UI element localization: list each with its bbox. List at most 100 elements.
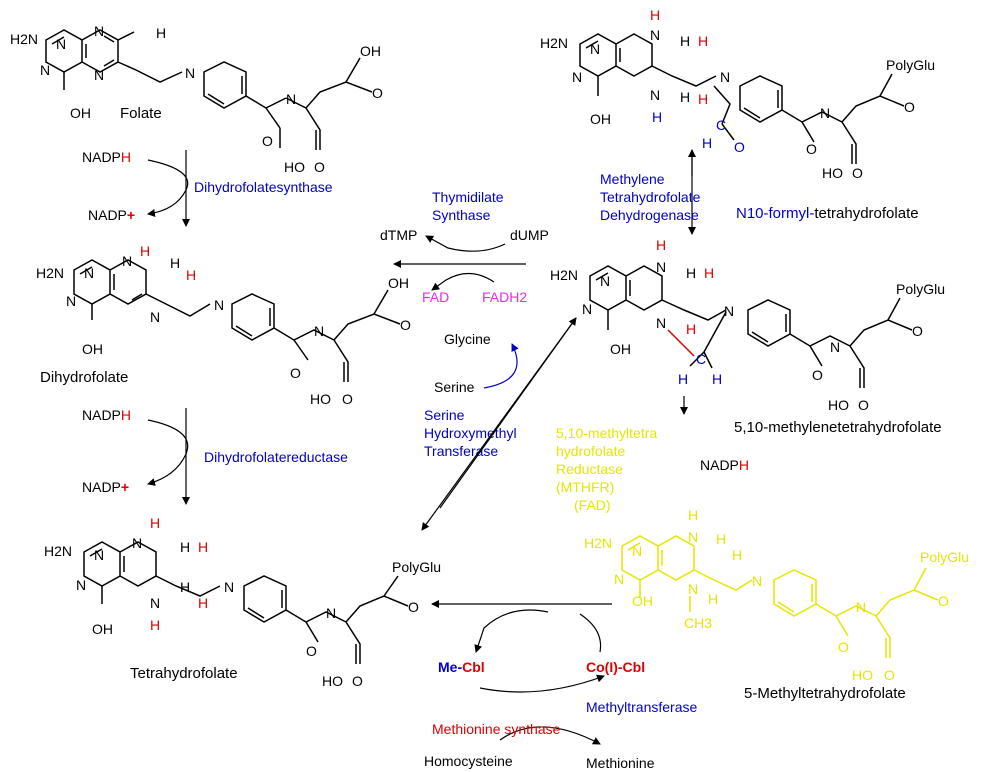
svg-text:C: C <box>696 351 706 367</box>
svg-text:H: H <box>150 515 160 531</box>
svg-text:NADP+: NADP+ <box>88 207 135 223</box>
dhfs-enzyme: Dihydrofolatesynthase <box>194 179 333 195</box>
fad: FAD <box>422 289 449 305</box>
svg-text:Serine: Serine <box>424 407 465 423</box>
svg-text:N: N <box>656 315 666 331</box>
svg-text:PolyGlu: PolyGlu <box>392 559 441 575</box>
folate-ho: HO <box>284 159 305 175</box>
svg-text:N: N <box>132 535 142 551</box>
methyl-thf-label: 5-Methyltetrahydrofolate <box>744 685 906 702</box>
glycine: Glycine <box>444 331 491 347</box>
svg-text:N: N <box>84 265 94 281</box>
svg-text:H: H <box>650 7 660 23</box>
svg-text:HO: HO <box>828 397 849 413</box>
svg-text:(FAD): (FAD) <box>574 497 611 513</box>
svg-text:O: O <box>904 99 915 115</box>
folate-n10: N <box>185 65 195 81</box>
svg-text:N: N <box>94 547 104 563</box>
svg-text:N: N <box>224 579 234 595</box>
svg-text:H: H <box>186 267 196 283</box>
fadh2: FADH2 <box>482 289 527 305</box>
mthfd-reaction: Methylene Tetrahydrofolate Dehydrogenase <box>600 149 701 235</box>
homocysteine: Homocysteine <box>424 753 513 769</box>
folate-n3: N <box>40 62 50 78</box>
svg-text:NADP+: NADP+ <box>82 479 129 495</box>
svg-text:N: N <box>150 309 160 325</box>
svg-text:N: N <box>632 543 642 559</box>
folate-o3: O <box>314 159 325 175</box>
svg-text:OH: OH <box>590 111 611 127</box>
svg-text:N: N <box>656 259 666 275</box>
svg-text:OH: OH <box>82 341 103 357</box>
svg-text:PolyGlu: PolyGlu <box>886 57 935 73</box>
nadp-plus-1: NADP <box>88 207 127 223</box>
me: Me- <box>438 659 462 675</box>
svg-text:H: H <box>680 89 690 105</box>
folate-oh2: OH <box>360 43 381 59</box>
svg-text:H: H <box>712 371 722 387</box>
svg-text:HO: HO <box>322 673 343 689</box>
svg-text:N: N <box>66 293 76 309</box>
svg-text:H: H <box>708 591 718 607</box>
folate-oh: OH <box>70 105 91 121</box>
svg-text:HO: HO <box>852 667 873 683</box>
methionine: Methionine <box>586 755 655 771</box>
svg-text:NADPH: NADPH <box>82 407 131 423</box>
svg-text:N10-formyl-tetrahydrofolate: N10-formyl-tetrahydrofolate <box>736 205 919 222</box>
dihydrofolate-label: Dihydrofolate <box>40 369 128 386</box>
methionine-synthase-reaction: Me-Cbl Co(I)-Cbl Methionine synthase Met… <box>424 600 697 771</box>
methylene-thf-label: 5,10-methylenetetrahydrofolate <box>734 419 942 436</box>
svg-text:O: O <box>806 141 817 157</box>
svg-text:Transferase: Transferase <box>424 443 498 459</box>
svg-text:H2N: H2N <box>36 265 64 281</box>
svg-text:H: H <box>198 595 208 611</box>
svg-text:5,10-methyltetra: 5,10-methyltetra <box>556 425 657 441</box>
svg-text:N: N <box>830 339 840 355</box>
svg-text:O: O <box>306 643 317 659</box>
svg-text:Thymidilate: Thymidilate <box>432 189 504 205</box>
svg-text:H: H <box>652 109 662 125</box>
svg-text:O: O <box>734 139 745 155</box>
svg-text:N: N <box>688 581 698 597</box>
svg-text:Me-Cbl: Me-Cbl <box>438 659 485 675</box>
cbl: Cbl <box>462 659 485 675</box>
svg-text:O: O <box>290 365 301 381</box>
svg-text:O: O <box>408 599 419 615</box>
nadph-mthfr: NADP <box>700 457 739 473</box>
svg-text:N: N <box>724 303 734 319</box>
svg-text:H: H <box>678 371 688 387</box>
svg-text:O: O <box>912 323 923 339</box>
svg-text:O: O <box>400 317 411 333</box>
co-cbl: Co(I)-Cbl <box>586 659 645 675</box>
mthfr-reaction: 5,10-methyltetra hydrofolate Reductase (… <box>556 396 749 513</box>
n10-formyl-prefix: N10-formyl- <box>736 205 814 222</box>
svg-text:PolyGlu: PolyGlu <box>920 549 969 565</box>
svg-text:H: H <box>702 135 712 151</box>
nadph-1: NADP <box>82 149 121 165</box>
folate-structure: H2N N N N N H N N OH O OH O HO O Folate <box>10 23 383 175</box>
svg-text:N: N <box>314 323 324 339</box>
svg-text:N: N <box>150 595 160 611</box>
svg-text:HO: HO <box>822 165 843 181</box>
svg-text:NADPH: NADPH <box>82 149 131 165</box>
svg-text:N: N <box>572 69 582 85</box>
folate-n1: N <box>56 36 66 52</box>
svg-text:NADPH: NADPH <box>700 457 749 473</box>
svg-text:N: N <box>582 301 592 317</box>
svg-text:O: O <box>838 639 849 655</box>
svg-text:H2N: H2N <box>584 535 612 551</box>
svg-text:N: N <box>752 573 762 589</box>
svg-text:OH: OH <box>610 341 631 357</box>
svg-text:Dehydrogenase: Dehydrogenase <box>600 207 699 223</box>
tetrahydrofolate-label: Tetrahydrofolate <box>130 665 238 682</box>
svg-text:O: O <box>858 397 869 413</box>
svg-text:H: H <box>704 265 714 281</box>
folate-amide-n: N <box>286 91 296 107</box>
folate-h: H <box>156 25 166 41</box>
svg-text:C: C <box>716 117 726 133</box>
svg-text:H: H <box>656 237 666 253</box>
n10-formyl-suffix: tetrahydrofolate <box>814 205 918 222</box>
methyl-thf-structure: H2N N N N H H H N H CH3 N N OH O PolyGlu… <box>584 507 969 683</box>
folate-o: O <box>262 133 273 149</box>
